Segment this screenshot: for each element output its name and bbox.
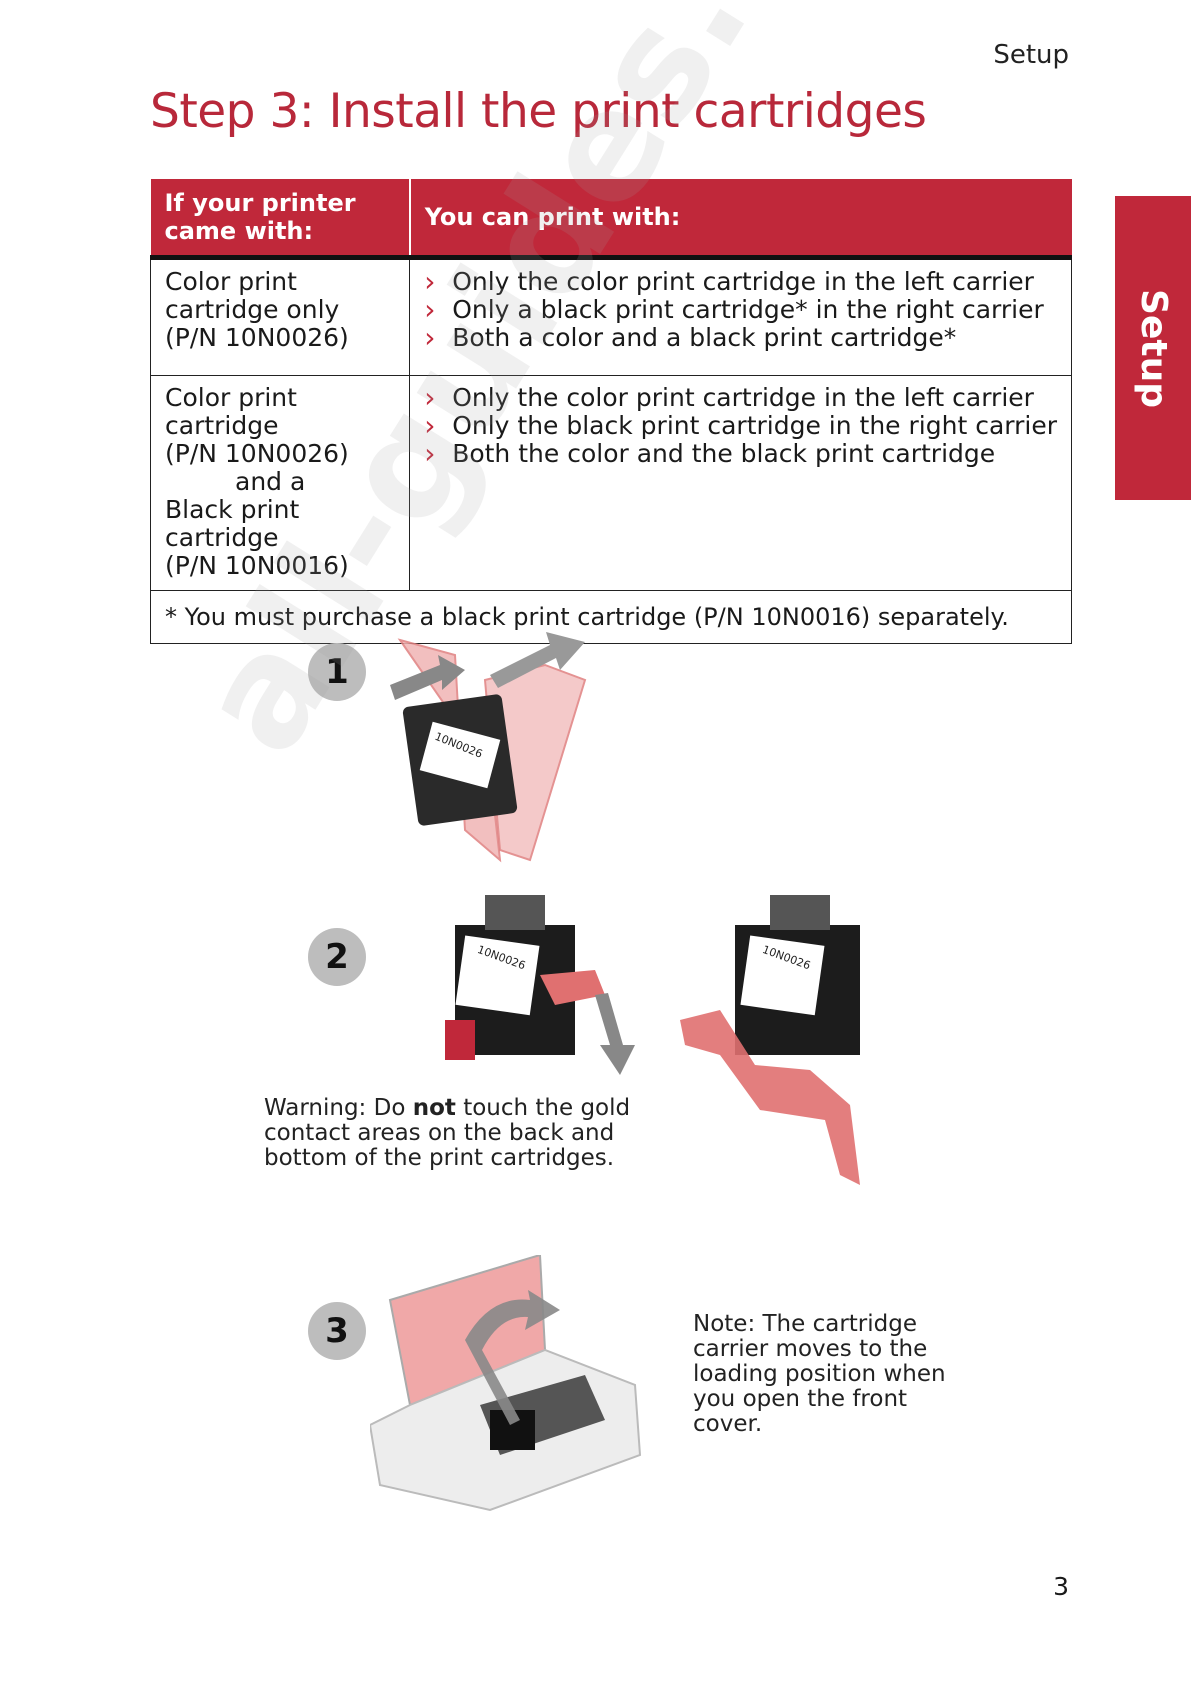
step-badge-2: 2 [308, 928, 366, 986]
page-number: 3 [1053, 1572, 1069, 1601]
table-row: Color print cartridge only (P/N 10N0026)… [149, 257, 1072, 376]
print-with-cell: Only the color print cartridge in the le… [409, 257, 1072, 376]
unwrap-cartridge-illustration: 10N0026 [390, 632, 587, 863]
came-with-line: Black print cartridge [165, 495, 300, 552]
warning-emphasis: not [412, 1095, 456, 1121]
arrow-icon [595, 993, 635, 1075]
came-with-line: Color print cartridge [165, 383, 297, 440]
came-with-cell: Color print cartridge (P/N 10N0026) and … [149, 375, 411, 591]
note-text: Note: The cartridge carrier moves to the… [693, 1311, 946, 1437]
warning-prefix: Warning: Do [264, 1095, 413, 1121]
list-item: Only the black print cartridge in the ri… [424, 412, 1057, 441]
remove-tape-illustration: 10N0026 [445, 895, 635, 1075]
printer-open-cover-illustration [370, 1255, 642, 1512]
header-print-with: You can print with: [409, 179, 1072, 260]
list-item: Both the color and the black print cartr… [424, 440, 1057, 469]
section-side-tab: Setup [1115, 196, 1191, 500]
arrow-icon [465, 1290, 560, 1425]
came-with-cell: Color print cartridge only (P/N 10N0026) [149, 257, 411, 376]
header-came-with: If your printer came with: [150, 179, 411, 260]
list-item: Only the color print cartridge in the le… [424, 268, 1057, 297]
step-badge-3: 3 [308, 1302, 366, 1360]
came-with-line: (P/N 10N0016) [165, 551, 349, 580]
running-header: Setup [993, 40, 1069, 70]
page-title: Step 3: Install the print cartridges [150, 84, 927, 139]
removed-tape-illustration: 10N0026 [680, 895, 860, 1185]
step-badge-1: 1 [308, 643, 366, 701]
side-tab-label: Setup [1132, 288, 1174, 408]
table-row: Color print cartridge (P/N 10N0026) and … [149, 375, 1072, 591]
came-with-line: (P/N 10N0026) [165, 439, 349, 468]
came-with-line: (P/N 10N0026) [165, 323, 349, 352]
arrow-icon [490, 632, 585, 688]
print-with-cell: Only the color print cartridge in the le… [409, 375, 1072, 591]
cartridge-table: If your printer came with: You can print… [149, 179, 1072, 644]
warning-text: Warning: Do not touch the gold contact a… [264, 1096, 664, 1171]
came-with-line: and a [235, 467, 306, 496]
list-item: Only the color print cartridge in the le… [424, 384, 1057, 413]
table-row: * You must purchase a black print cartri… [150, 590, 1072, 644]
came-with-line: Color print cartridge only [165, 267, 340, 324]
warning-suffix: touch the gold contact areas on the back… [264, 1095, 631, 1171]
arrow-icon [390, 655, 465, 700]
list-item: Both a color and a black print cartridge… [424, 324, 1057, 353]
footnote: * You must purchase a black print cartri… [150, 590, 1072, 644]
list-item: Only a black print cartridge* in the rig… [424, 296, 1057, 325]
